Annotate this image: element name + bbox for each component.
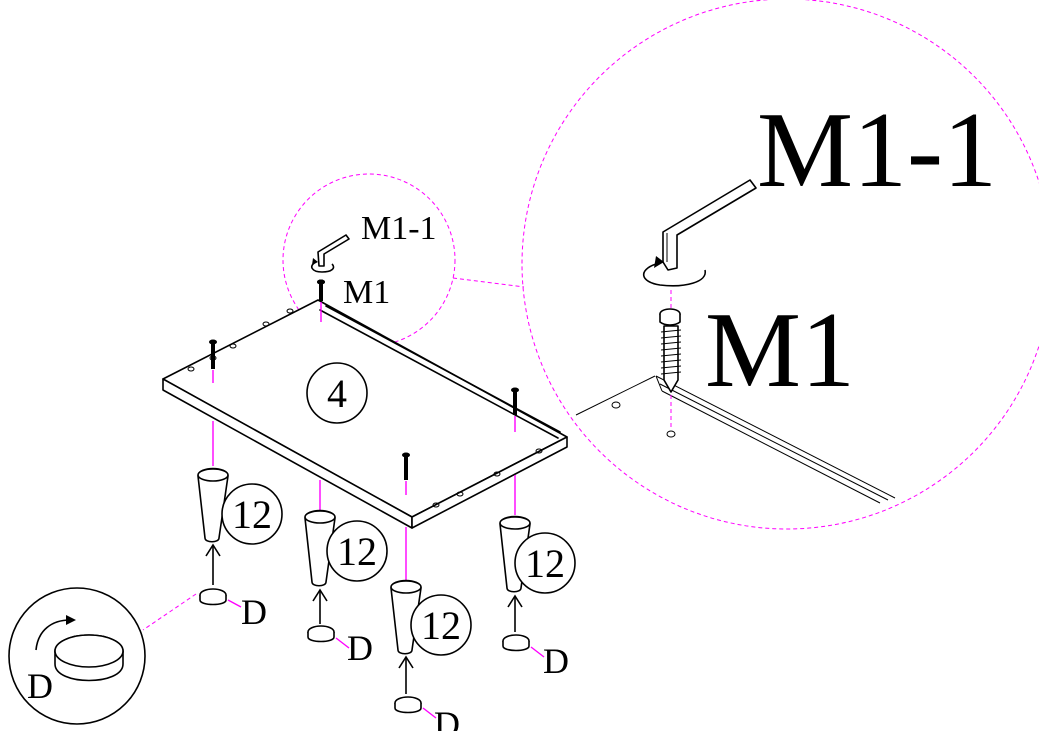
allen-key-icon [662, 179, 757, 271]
rotation-arrow-icon-glide [35, 619, 71, 651]
leg-part-label: 12 [421, 603, 461, 648]
leg-4: 12 D [499, 475, 576, 681]
rotation-arrow-icon [642, 256, 706, 287]
leg-part-label: 12 [337, 529, 377, 574]
key-label-large: M1-1 [757, 91, 997, 210]
allen-key-icon-small [317, 234, 350, 267]
leg-2: 12 D [304, 480, 388, 668]
rotation-arrow-icon-small [310, 261, 335, 273]
leg-part-label: 12 [232, 492, 272, 537]
leg-part-label: 12 [525, 541, 565, 586]
glide-label: D [347, 628, 373, 668]
board-holes [187, 308, 543, 508]
detail-circle-small: M1-1 M1 [282, 173, 456, 347]
screw-label-small: M1 [343, 274, 390, 311]
leg-1: 12 D [197, 421, 283, 632]
glide-detail-label: D [27, 666, 53, 706]
glide-label: D [241, 592, 267, 632]
screw-icon [659, 308, 682, 393]
board-screws [209, 279, 519, 480]
legs: 12 D 12 D 12 [197, 421, 576, 736]
glide-label: D [543, 641, 569, 681]
table-board: 4 [162, 279, 568, 529]
detail-circle-glide: D [8, 587, 197, 725]
part-number-badge [306, 362, 368, 424]
board-part-label: 4 [327, 371, 347, 416]
detail-circle-large: M1-1 M1 [452, 0, 1039, 530]
detail-leader-line [452, 277, 525, 288]
screw-label-large: M1 [705, 291, 855, 410]
leg-3: 12 D [390, 527, 472, 736]
glide-label: D [434, 704, 460, 731]
key-label-small: M1-1 [361, 210, 437, 247]
